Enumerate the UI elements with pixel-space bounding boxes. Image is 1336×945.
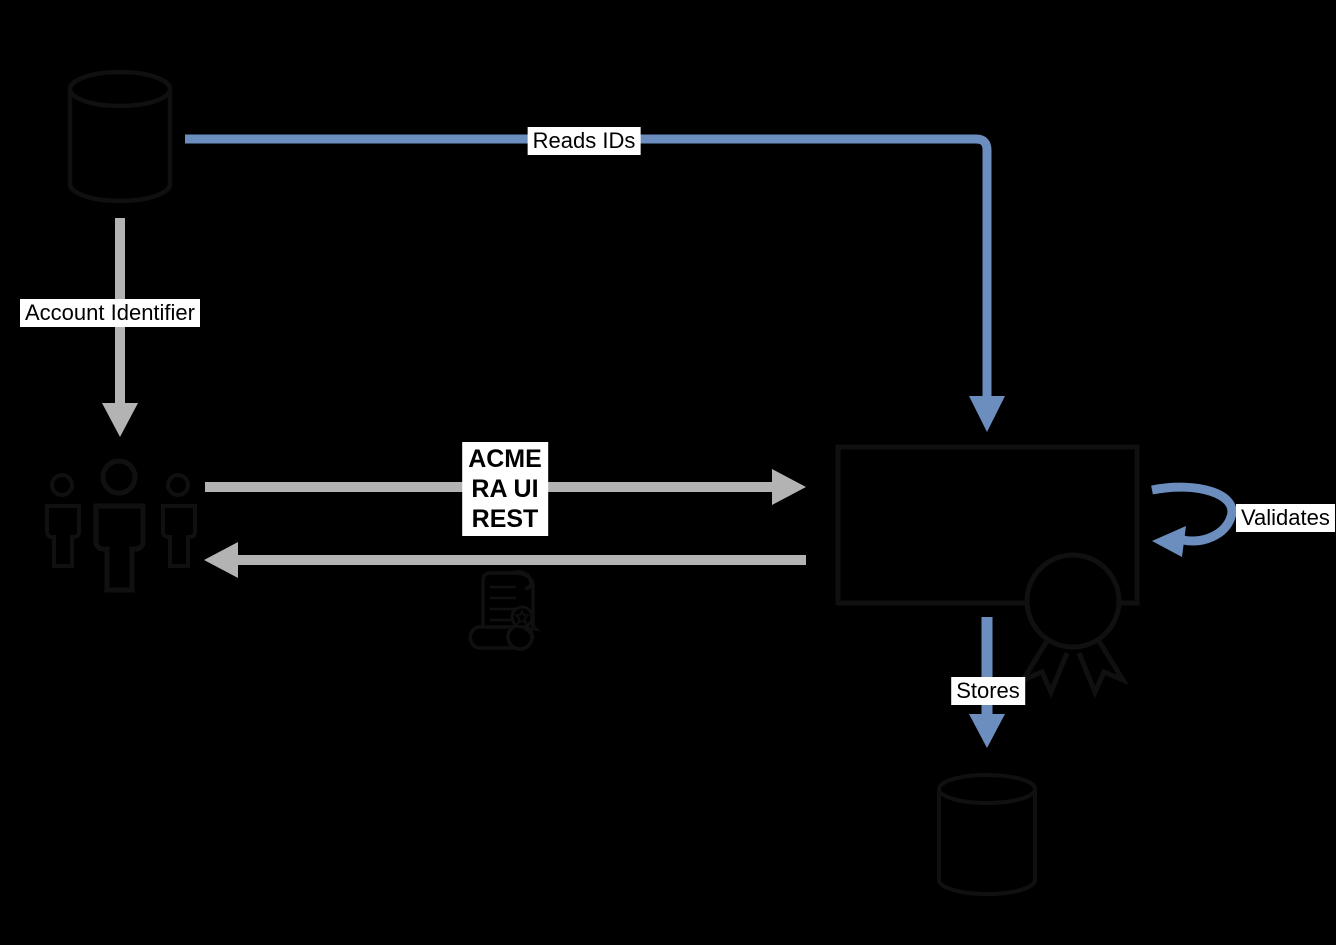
acme-label-line-3: REST <box>471 505 539 533</box>
source-database-icon <box>67 69 173 204</box>
account-identifier-label: Account Identifier <box>20 299 200 327</box>
storage-database-icon <box>937 773 1037 896</box>
account-identifier-arrow <box>102 218 138 437</box>
reads-ids-arrow <box>185 134 1005 432</box>
users-icon <box>45 458 197 593</box>
certificate-scroll-icon <box>468 570 542 651</box>
response-arrow <box>204 542 806 578</box>
acme-ra-ui-rest-label: ACME RA UI REST <box>462 442 548 536</box>
validates-loop-arrow <box>1151 482 1237 557</box>
acme-label-line-1: ACME <box>468 445 542 473</box>
acme-label-line-2: RA UI <box>471 475 539 503</box>
reads-ids-label: Reads IDs <box>527 127 641 155</box>
award-ribbon-icon <box>1016 552 1130 699</box>
stores-label: Stores <box>951 677 1025 705</box>
validates-label: Validates <box>1236 504 1335 532</box>
